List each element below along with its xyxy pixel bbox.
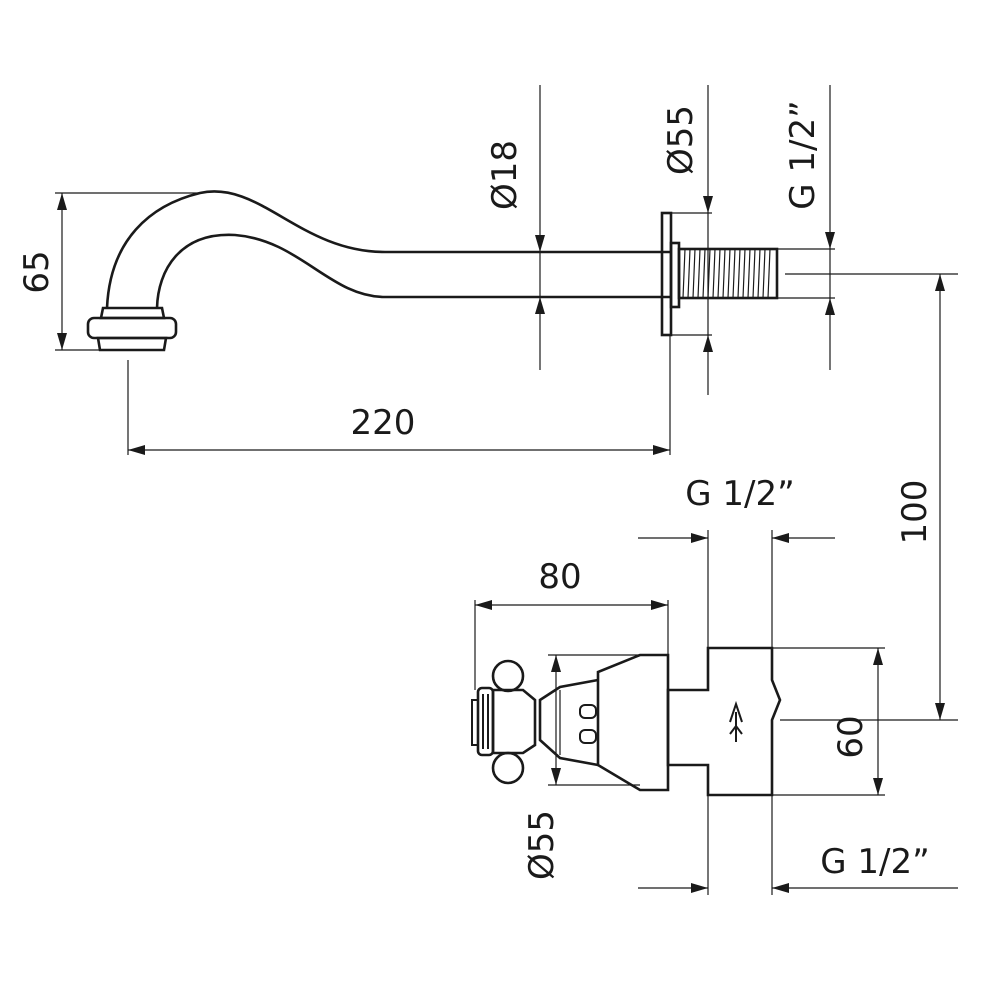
dim-valve-thread-top: G 1/2” (638, 474, 835, 543)
label-valve-thread-bottom: G 1/2” (820, 842, 930, 882)
valve-extension-lines (474, 530, 958, 895)
label-spout-height: 65 (17, 250, 57, 293)
dim-offset: 100 (895, 274, 945, 720)
dim-body-height: 60 (831, 648, 883, 795)
spout-thread (677, 247, 779, 300)
dim-handle-diameter: Ø55 (522, 655, 562, 880)
label-spout-thread: G 1/2” (783, 100, 823, 210)
dim-pipe-diameter: Ø18 (485, 140, 545, 314)
label-handle-diameter: Ø55 (522, 810, 562, 880)
dim-spout-height: 65 (17, 193, 67, 350)
label-body-height: 60 (831, 715, 871, 758)
valve-body (538, 646, 782, 797)
spout-outline (86, 190, 670, 352)
dim-handle-length: 80 (475, 557, 668, 610)
label-valve-thread-top: G 1/2” (685, 474, 795, 514)
label-offset: 100 (895, 480, 935, 545)
dim-spout-thread: G 1/2” (783, 100, 835, 315)
spout-flange (660, 211, 681, 337)
label-flange-diameter: Ø55 (661, 105, 701, 175)
dim-spout-length: 220 (128, 403, 670, 455)
label-spout-length: 220 (351, 403, 416, 443)
dim-flange-diameter: Ø55 (661, 105, 713, 352)
label-pipe-diameter: Ø18 (485, 140, 525, 210)
valve-handle (471, 659, 537, 785)
dim-valve-thread-bottom: G 1/2” (638, 842, 958, 893)
label-handle-length: 80 (538, 557, 581, 597)
